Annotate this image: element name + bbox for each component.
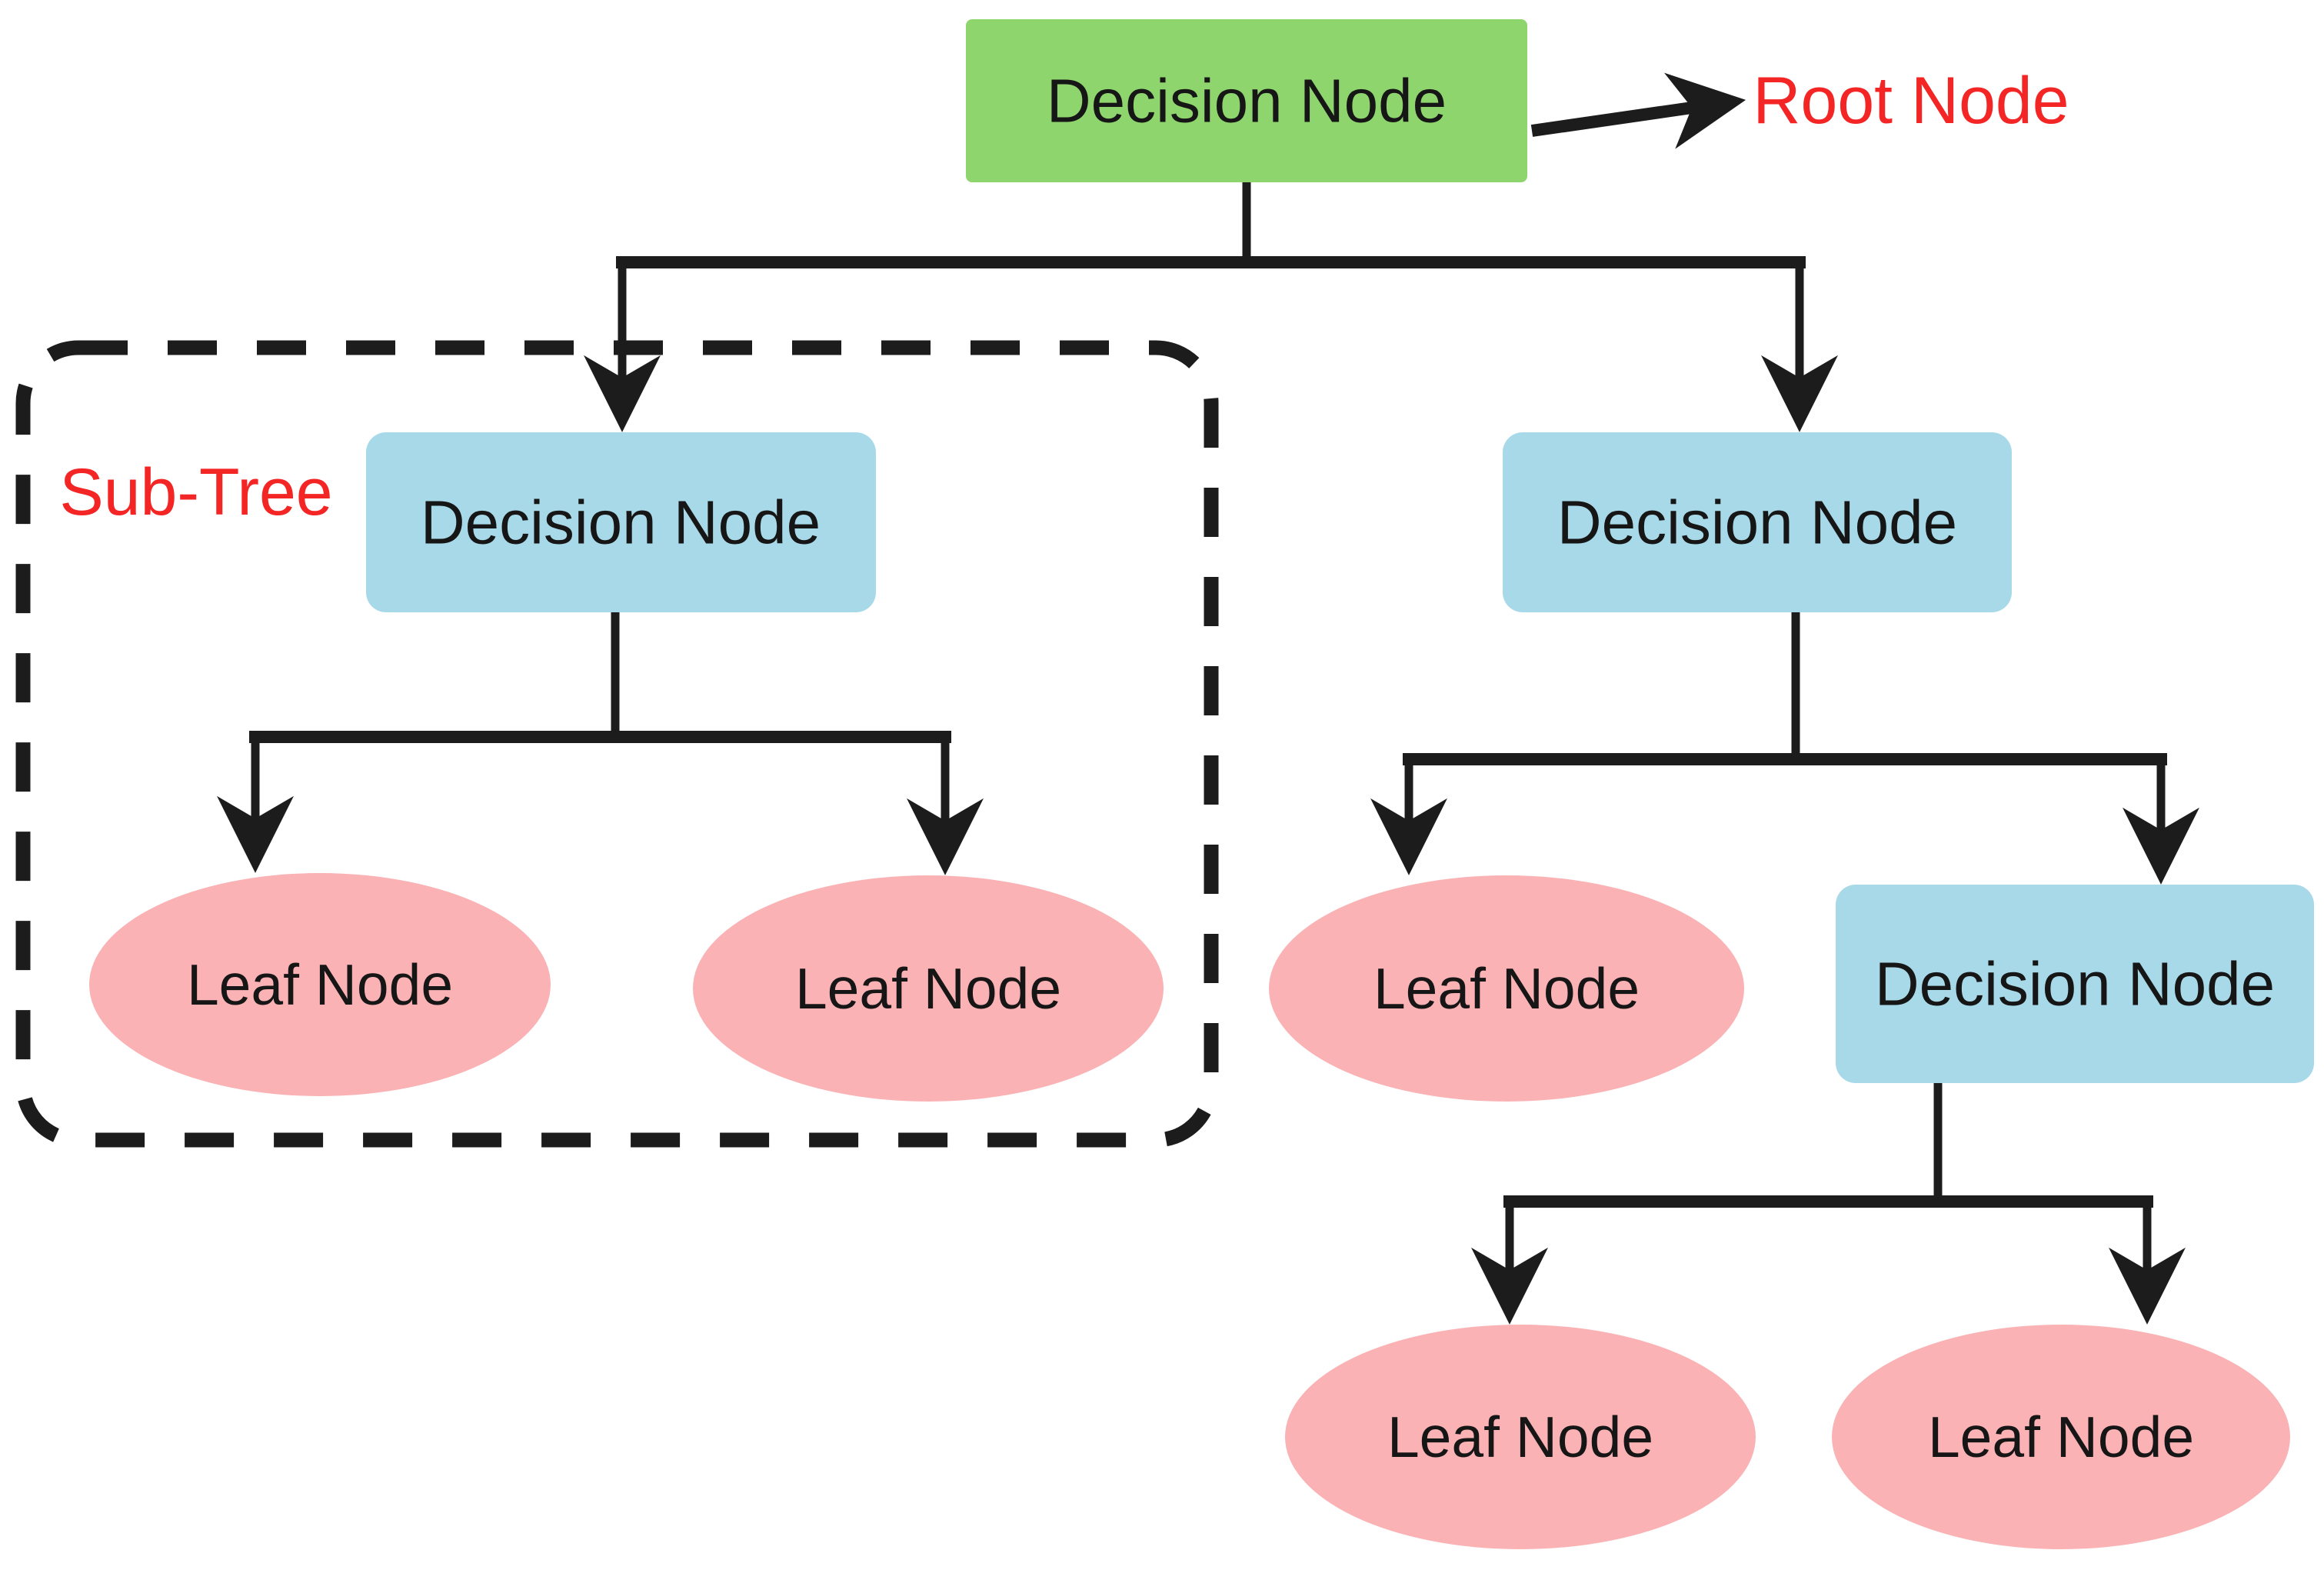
subtree-decision-label: Decision Node: [421, 488, 821, 557]
root-annotation-label: Root Node: [1753, 64, 2069, 138]
root-annotation-arrow: [1530, 72, 1746, 149]
connectors: [217, 72, 2199, 1325]
subtree-boundary: [15, 340, 1219, 1148]
leaf-node-3-label: Leaf Node: [1373, 956, 1640, 1021]
root-node-label: Decision Node: [1047, 67, 1447, 135]
subtree-decision-box: [366, 432, 876, 612]
leaf-node-3: [1269, 875, 1744, 1102]
root-node-box: [966, 19, 1527, 182]
leaf-node-4-label: Leaf Node: [1387, 1405, 1653, 1469]
leaf-node-2-label: Leaf Node: [795, 956, 1061, 1021]
leaf-node-5-label: Leaf Node: [1928, 1405, 2194, 1469]
leaf-node-1: [89, 873, 551, 1096]
right-decision-label: Decision Node: [1557, 488, 1957, 557]
nodes: Decision Node Decision Node Decision Nod…: [89, 19, 2314, 1549]
leaf-node-2: [693, 875, 1164, 1102]
subtree-annotation-label: Sub-Tree: [59, 455, 332, 529]
nested-decision-box: [1836, 885, 2314, 1083]
leaf-node-1-label: Leaf Node: [187, 952, 453, 1017]
nested-decision-label: Decision Node: [1875, 950, 2275, 1018]
annotations: Root Node Sub-Tree: [59, 64, 2069, 529]
right-decision-box: [1503, 432, 2012, 612]
leaf-node-4: [1285, 1325, 1756, 1549]
leaf-node-5: [1832, 1325, 2290, 1549]
